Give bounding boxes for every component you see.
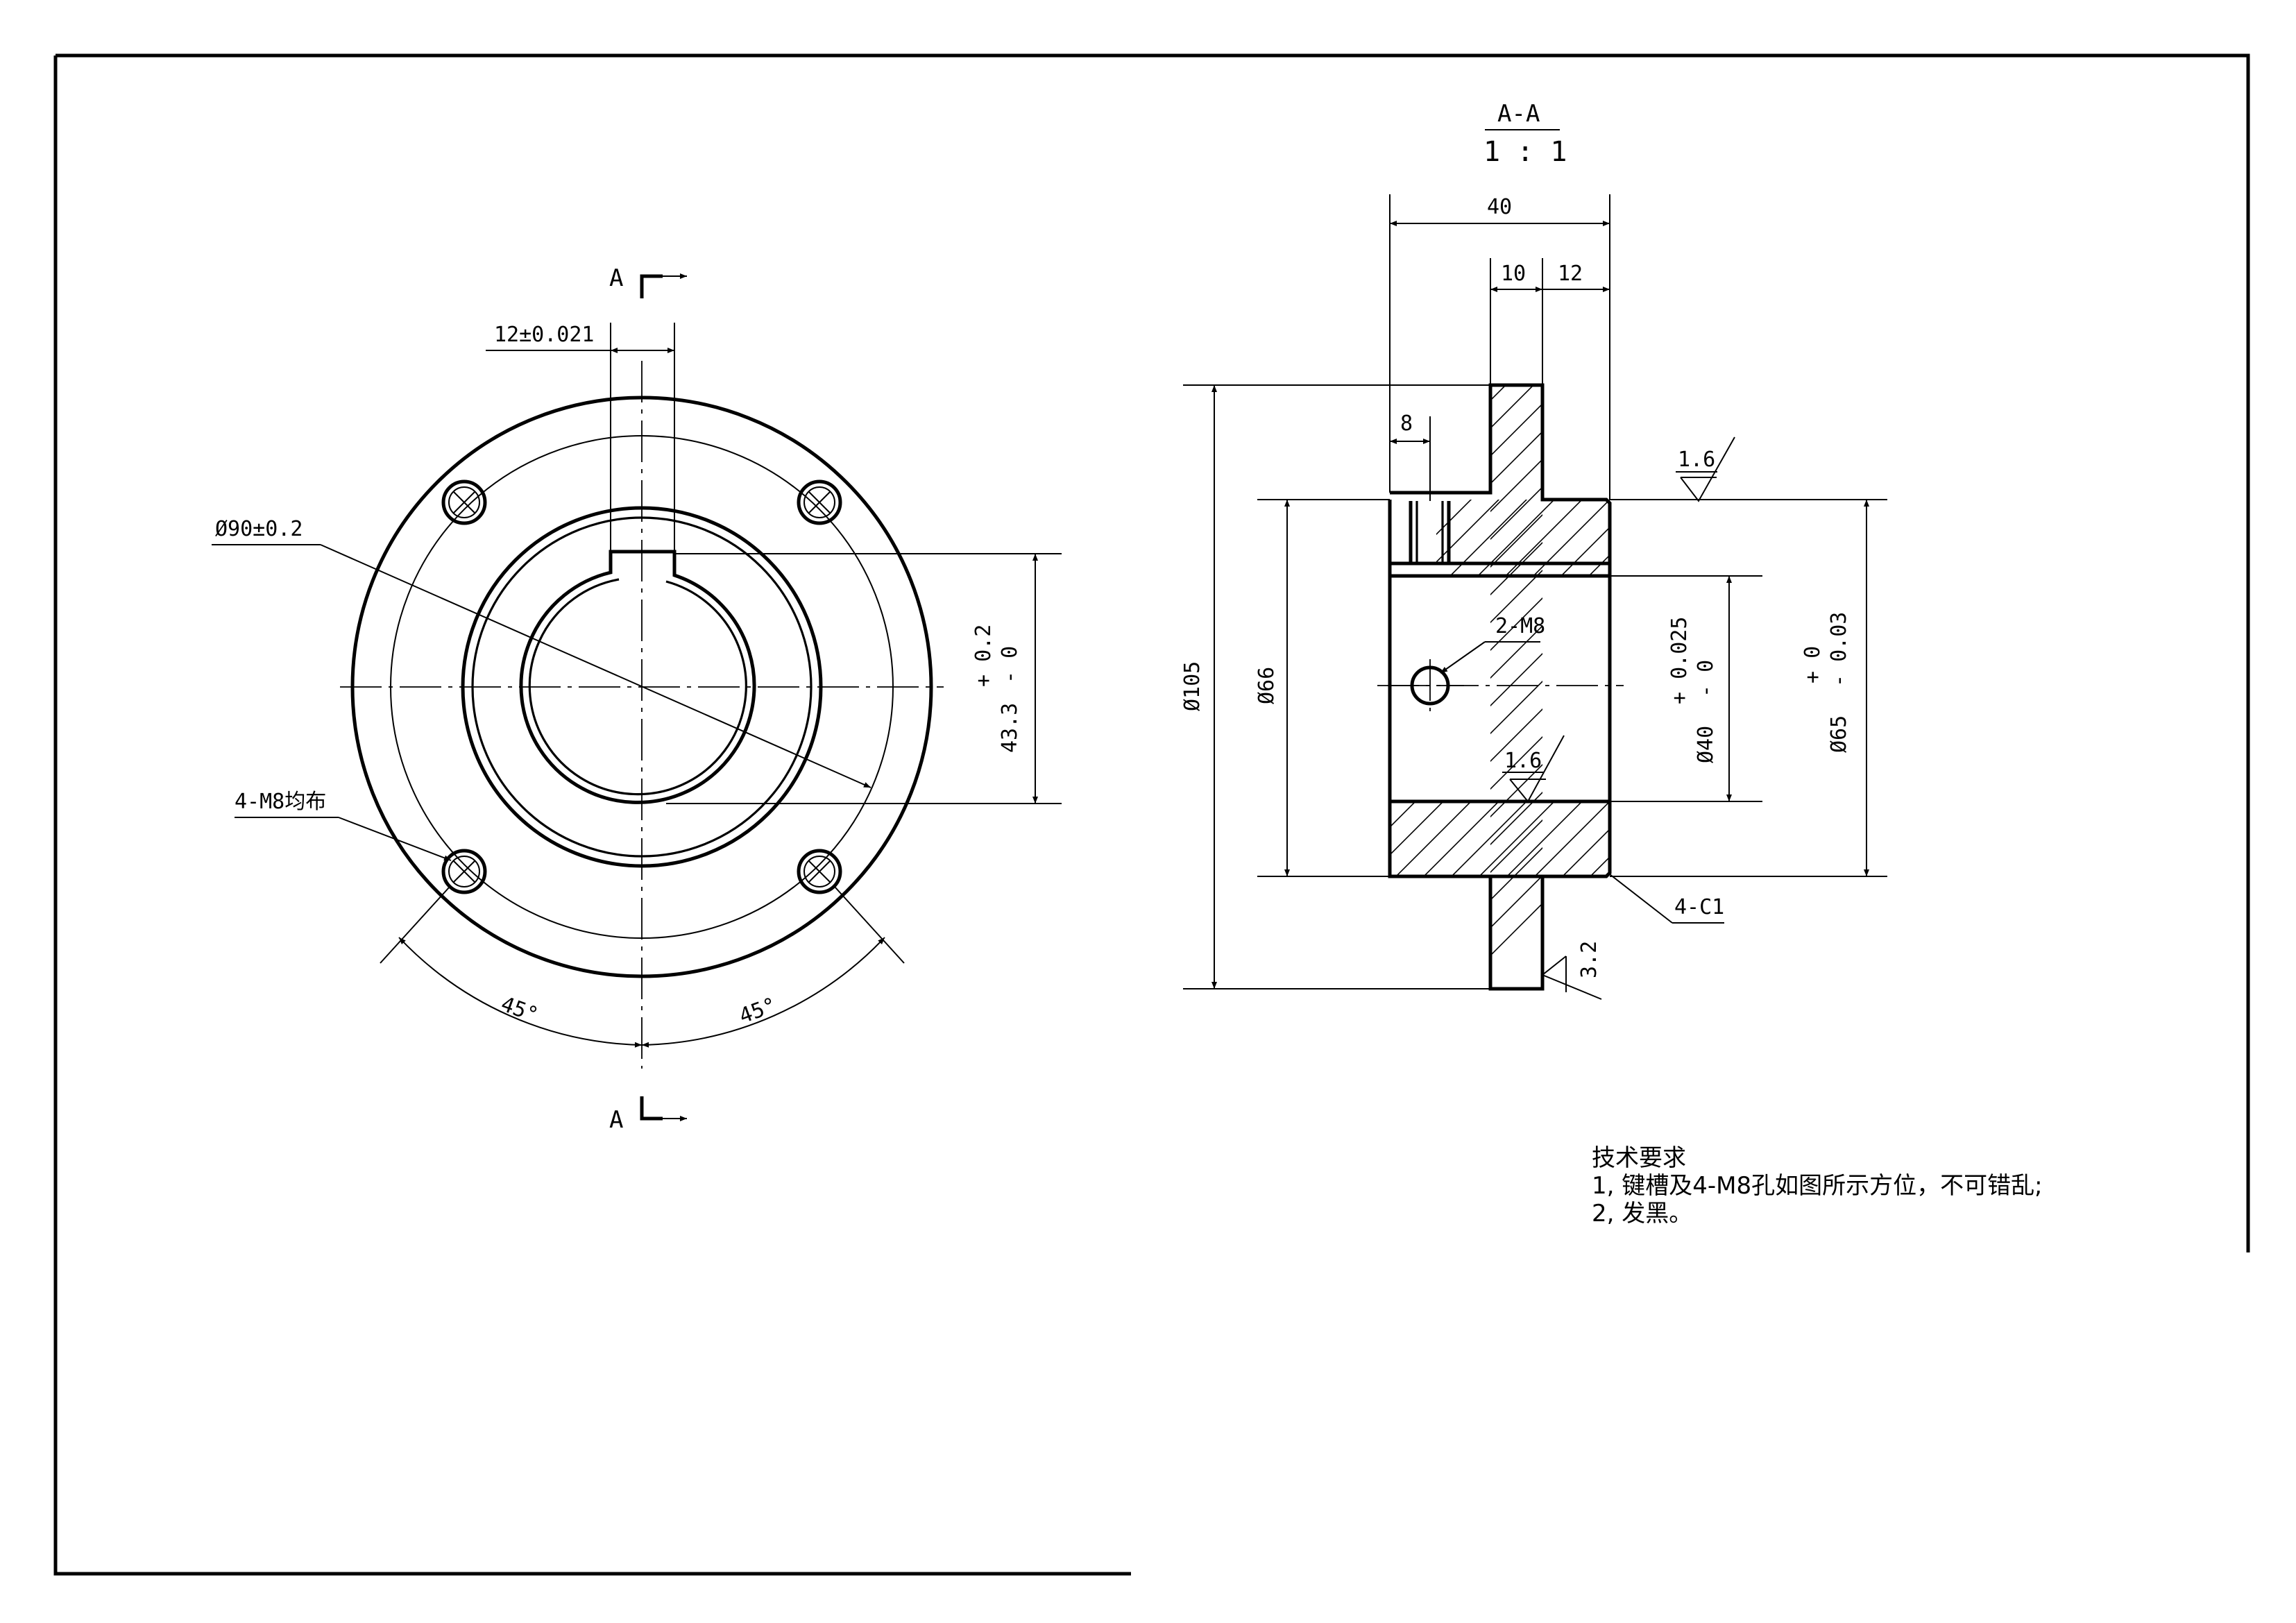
technical-requirements: 技术要求 1, 键槽及4-M8孔如图所示方位，不可错乱; 2, 发黑。 xyxy=(1592,1144,2043,1227)
bore-diameter-dim: Ø40 xyxy=(1694,726,1718,763)
outer-tol-lower: - 0.03 xyxy=(1827,612,1851,687)
bolt-hole-tl xyxy=(441,479,487,525)
overall-length-dim: 40 xyxy=(1487,195,1512,219)
svg-text:A: A xyxy=(609,1106,623,1134)
tapped-holes-callout: 2-M8 xyxy=(1495,614,1545,638)
hub-diameter-dim: Ø66 xyxy=(1255,667,1279,704)
bore-tol-lower: - 0 xyxy=(1694,660,1718,697)
bore-tol-upper: + 0.025 xyxy=(1667,617,1692,704)
keyway-depth-dim: 43.3 xyxy=(998,703,1022,753)
bolt-circle-dim: Ø90±0.2 xyxy=(215,517,303,541)
hub-length-a-dim: 10 xyxy=(1501,262,1526,286)
section-title: A-A xyxy=(1497,100,1540,128)
section-marker-top: A xyxy=(609,264,687,298)
section-marker-bottom: A xyxy=(609,1096,687,1134)
bolt-hole-tr xyxy=(797,479,842,525)
roughness-bore: 1.6 xyxy=(1502,735,1565,803)
section-outline xyxy=(1388,383,1612,991)
keyway-depth-tol-lower: - 0 xyxy=(998,646,1022,683)
section-scale: 1 : 1 xyxy=(1483,136,1567,168)
holes-callout: 4-M8均布 xyxy=(235,790,326,814)
bolt-hole-bl xyxy=(441,849,487,894)
angle-left: 45° xyxy=(498,992,541,1028)
flange-diameter-dim: Ø105 xyxy=(1180,661,1205,711)
hub-length-b-dim: 12 xyxy=(1558,262,1583,286)
drawing-frame xyxy=(53,53,2250,1576)
roughness-flange: 3.2 xyxy=(1541,941,1602,1000)
svg-text:1.6: 1.6 xyxy=(1504,749,1542,773)
outer-diameter-dim: Ø65 xyxy=(1827,715,1851,753)
chamfer-callout: 4-C1 xyxy=(1674,895,1724,919)
svg-text:3.2: 3.2 xyxy=(1577,941,1601,978)
keyway-depth-tol-upper: + 0.2 xyxy=(971,624,996,687)
bolt-hole-br xyxy=(797,849,842,894)
outer-tol-upper: + 0 xyxy=(1801,646,1825,683)
angle-right: 45° xyxy=(736,993,780,1028)
keyway-width-dim: 12±0.021 xyxy=(494,323,595,347)
section-view: A-A 1 : 1 xyxy=(1180,100,1887,1000)
tap-offset-dim: 8 xyxy=(1400,411,1413,436)
tech-req-item-2: 2, 发黑。 xyxy=(1592,1200,1692,1227)
hub-outline xyxy=(461,506,823,868)
roughness-top: 1.6 xyxy=(1676,436,1735,502)
svg-text:A: A xyxy=(609,264,623,292)
svg-text:1.6: 1.6 xyxy=(1678,448,1715,472)
bore-with-keyway xyxy=(519,550,756,804)
tech-req-item-1: 1, 键槽及4-M8孔如图所示方位，不可错乱; xyxy=(1592,1172,2043,1200)
tech-req-heading: 技术要求 xyxy=(1592,1144,1686,1172)
front-view: 12±0.021 Ø90±0.2 + 0.2 43.3 - 0 4-M8均布 4… xyxy=(212,264,1062,1134)
